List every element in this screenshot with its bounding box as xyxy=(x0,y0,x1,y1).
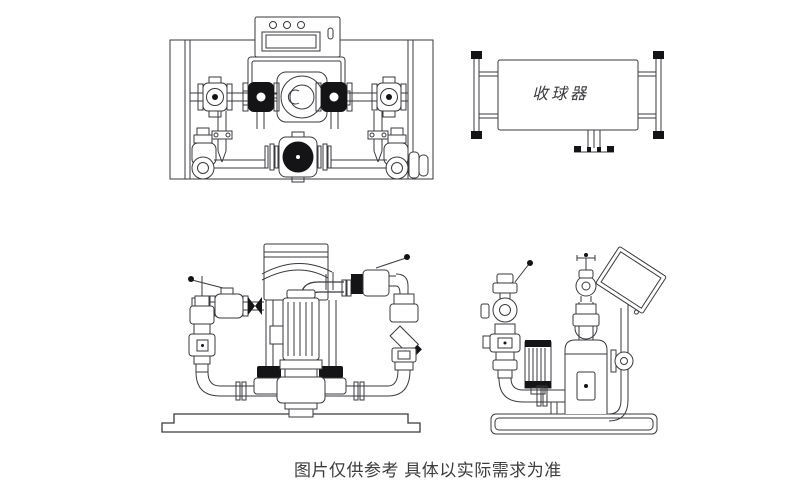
left-flange xyxy=(471,51,498,139)
bottom-pipes xyxy=(220,381,388,401)
left-inner-valve xyxy=(242,82,280,129)
left-outer-valve xyxy=(197,76,233,118)
drawing-pump-set-front xyxy=(148,236,433,443)
pump-set-side-svg xyxy=(480,246,667,435)
base-frame xyxy=(161,413,421,433)
control-panel-tilted xyxy=(595,246,667,315)
vessel-label: 收球器 xyxy=(532,84,589,103)
left-valve-stack xyxy=(480,260,533,403)
vessel-body xyxy=(497,59,639,131)
central-pump xyxy=(264,131,332,183)
pressure-vessel xyxy=(564,339,634,414)
drawing-pump-set-side xyxy=(463,244,675,440)
riser-and-top-valve xyxy=(572,253,600,340)
flow-meter-flange xyxy=(276,71,328,123)
manifold-pipe xyxy=(190,92,408,102)
drain-nozzle xyxy=(574,130,614,153)
base-plate xyxy=(490,413,658,435)
right-circulator-pump xyxy=(315,300,347,395)
bottom-left-valve xyxy=(191,127,217,180)
top-pipe-arc xyxy=(261,263,334,290)
right-valve-stack xyxy=(387,293,422,397)
vertical-pump xyxy=(269,289,326,418)
right-riser-pipe xyxy=(367,111,389,163)
reference-caption: 图片仅供参考 具体以实际需求为准 xyxy=(294,461,562,480)
drawing-metering-skid-front xyxy=(165,11,435,187)
right-flange xyxy=(638,51,664,139)
drawing-ball-receiver: 收球器 xyxy=(460,45,675,165)
metering-skid-front-svg xyxy=(169,16,434,183)
upper-right-valves xyxy=(351,254,410,297)
pump-set-front-svg xyxy=(161,243,422,433)
right-inner-valve xyxy=(315,82,353,129)
pump-motor xyxy=(524,340,552,395)
bottom-right-valve xyxy=(383,127,429,180)
bottom-pipe xyxy=(214,159,387,169)
bottom-pipe xyxy=(523,385,565,414)
left-valve-stack xyxy=(188,276,221,397)
ball-receiver-svg: 收球器 xyxy=(471,51,664,153)
left-riser-pipe xyxy=(211,111,233,163)
right-outer-valve xyxy=(371,76,407,118)
